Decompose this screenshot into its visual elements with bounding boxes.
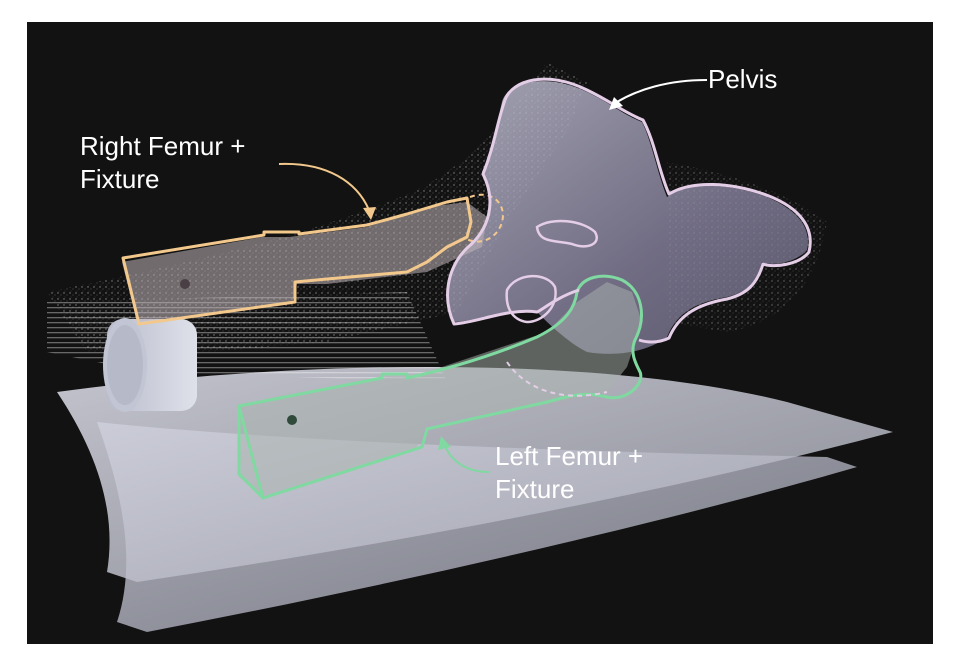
left-femur-arrowhead: [438, 436, 451, 450]
pelvis-inner-outline: [505, 274, 557, 324]
right-femur-outline: [121, 196, 473, 326]
right-femur-label-line1: Right Femur +: [80, 131, 246, 161]
left-femur-label-line1: Left Femur +: [495, 441, 644, 471]
left-femur-label-line2: Fixture: [495, 474, 575, 504]
pelvis-foramen-outline: [535, 219, 598, 248]
right-femur-volume: [122, 202, 487, 322]
pelvis-outline: [503, 77, 812, 344]
left-fixture-hole: [287, 415, 297, 425]
cylinder-fixture: [103, 318, 197, 412]
image-frame: Pelvis Right Femur + Fixture Left Femur …: [27, 22, 933, 644]
left-femur-arrow: [444, 445, 490, 473]
pelvis-volume: [447, 81, 808, 354]
left-femur-box-edge: [237, 406, 265, 500]
scan-render: [47, 62, 893, 632]
right-femur-label-line2: Fixture: [80, 164, 160, 194]
left-hip-joint-outline: [506, 361, 608, 397]
pelvis-label: Pelvis: [708, 63, 777, 96]
pelvis-arrow: [616, 79, 708, 103]
left-femur-label: Left Femur + Fixture: [495, 440, 643, 506]
pelvis-label-text: Pelvis: [708, 64, 778, 94]
right-femur-arrowhead: [363, 207, 376, 220]
right-fixture-hole: [180, 279, 190, 289]
left-femur-outline: [237, 274, 643, 500]
pelvis-outline-lower: [446, 99, 580, 326]
right-femur-arrow: [278, 162, 370, 211]
right-femur-label: Right Femur + Fixture: [80, 130, 245, 196]
pelvis-arrowhead: [609, 97, 623, 110]
